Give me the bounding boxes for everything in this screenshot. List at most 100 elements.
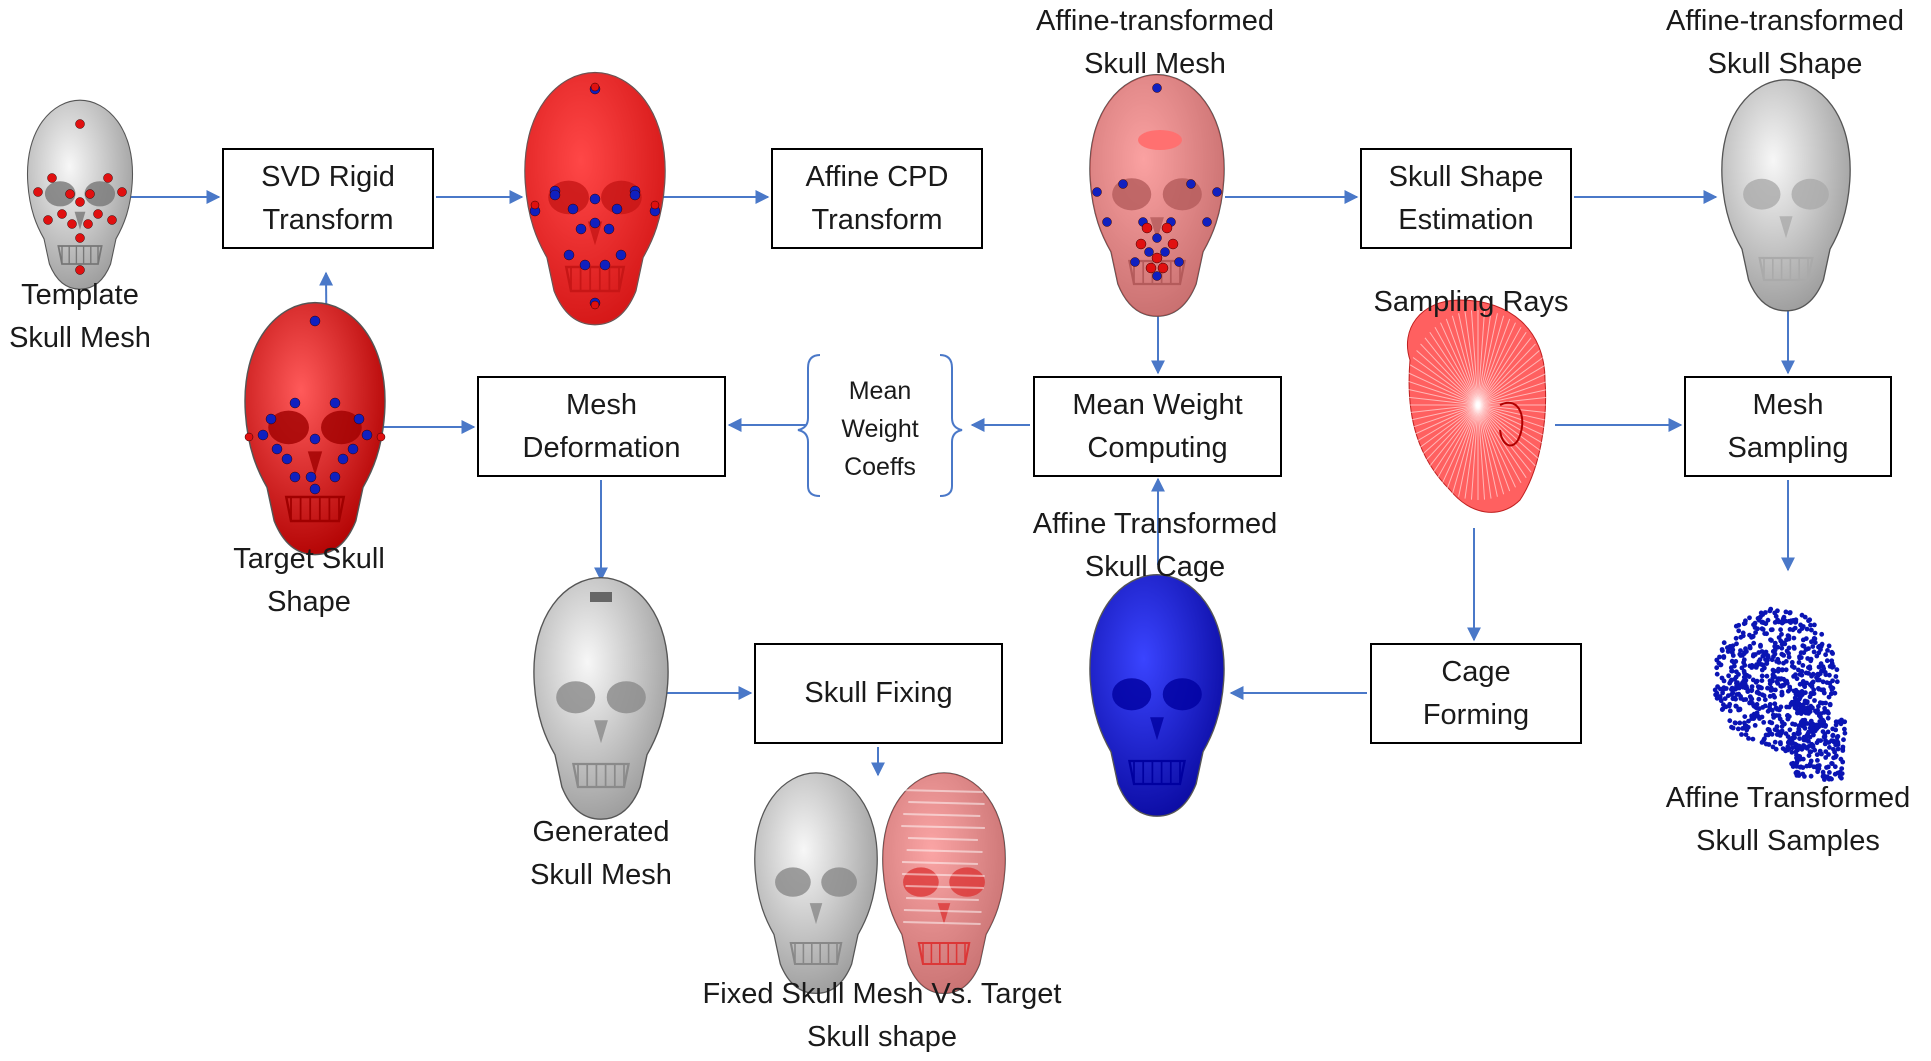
fixed-skull-mesh-image — [754, 772, 878, 995]
landmark-dot — [1118, 179, 1128, 189]
stripe — [901, 825, 985, 829]
landmark-dot — [337, 453, 349, 465]
landmark-dot — [65, 189, 75, 199]
label-line: Fixed Skull Mesh Vs. Target — [702, 978, 1062, 1010]
landmark-dot — [590, 82, 600, 92]
landmark-dot — [549, 189, 561, 201]
landmark-dot — [309, 483, 321, 495]
landmark-dot — [1157, 262, 1169, 274]
affine-skull-samples-image — [1712, 606, 1848, 782]
landmark-dot — [530, 200, 540, 210]
template-skull-mesh-label: Template Skull Mesh — [9, 274, 151, 360]
cage-forming-box: Cage Forming — [1370, 643, 1582, 744]
landmark-dot — [289, 397, 301, 409]
skull-fixing-box: Skull Fixing — [754, 643, 1003, 744]
landmark-dot — [244, 432, 254, 442]
generated-skull-mesh-label: Generated Skull Mesh — [530, 811, 672, 897]
box-line: Transform — [262, 203, 394, 236]
skull-shape-estimation-box: Skull Shape Estimation — [1360, 148, 1572, 249]
template-skull-mesh-image — [27, 99, 133, 290]
landmark-dot — [1152, 233, 1162, 243]
svd-rigid-transform-box: SVD Rigid Transform — [222, 148, 434, 249]
landmark-dot — [1186, 179, 1196, 189]
landmark-dot — [1145, 262, 1157, 274]
landmark-dot — [43, 215, 53, 225]
landmark-dot — [1151, 252, 1163, 264]
landmark-dot — [579, 259, 591, 271]
label-line: Skull Mesh — [1084, 48, 1226, 80]
stripe — [903, 813, 981, 817]
right-brace — [939, 354, 963, 497]
landmark-dot — [567, 203, 579, 215]
box-line: Computing — [1087, 431, 1228, 464]
affine-skull-mesh-label: Affine-transformed Skull Mesh — [1036, 0, 1274, 86]
label-line: Skull Shape — [1707, 48, 1863, 80]
landmark-dot — [1102, 217, 1112, 227]
landmark-dot — [1141, 222, 1153, 234]
label-line: Skull Mesh — [9, 322, 151, 354]
landmark-dot — [75, 197, 85, 207]
stripe — [902, 861, 978, 865]
landmark-dot — [309, 433, 321, 445]
landmark-dot — [361, 429, 373, 441]
box-line: Transform — [811, 203, 943, 236]
landmark-dot — [281, 453, 293, 465]
box-line: Forming — [1422, 698, 1530, 731]
fixed-skull-comparison-label: Fixed Skull Mesh Vs. Target Skull shape — [703, 973, 1062, 1059]
stripe — [903, 921, 981, 925]
target-skull-shape-label: Target Skull Shape — [233, 538, 385, 624]
landmark-dot — [83, 219, 93, 229]
label-line: Skull Cage — [1084, 551, 1226, 583]
box-line: Sampling — [1727, 431, 1849, 464]
affine-skull-shape-image — [1721, 79, 1851, 312]
box-line: Skull Fixing — [804, 677, 953, 709]
box-line: Affine CPD — [805, 160, 949, 193]
landmark-dot — [590, 300, 600, 310]
landmark-dot — [93, 209, 103, 219]
box-line: Mean Weight — [1072, 388, 1243, 421]
landmark-dot — [1202, 217, 1212, 227]
generated-skull-mesh-image — [533, 577, 669, 820]
mesh-deformation-box: Mesh Deformation — [477, 376, 726, 477]
box-line: SVD Rigid — [261, 160, 395, 193]
affine-skull-samples-label: Affine Transformed Skull Samples — [1666, 777, 1910, 863]
landmark-dot — [589, 217, 601, 229]
landmark-dot — [589, 193, 601, 205]
stripe — [900, 789, 984, 793]
stripe — [902, 873, 985, 877]
landmark-dot — [1161, 222, 1173, 234]
box-line: Skull Shape — [1388, 160, 1544, 193]
label-line: Template — [21, 279, 139, 311]
landmark-dot — [33, 187, 43, 197]
landmark-dot — [117, 187, 127, 197]
label-line: Generated — [532, 816, 670, 848]
landmark-dot — [599, 259, 611, 271]
left-brace — [797, 354, 821, 497]
label-line: Skull Samples — [1696, 825, 1880, 857]
landmark-dot — [57, 209, 67, 219]
sampling-rays-label: Sampling Rays — [1373, 281, 1568, 324]
label-line: Target Skull — [233, 543, 385, 575]
landmark-dot — [615, 249, 627, 261]
label-line: Affine Transformed — [1665, 782, 1911, 814]
label-line: Affine-transformed — [1035, 5, 1275, 37]
coeffs-line: Coeffs — [844, 453, 916, 481]
landmark-dot — [1152, 83, 1162, 93]
landmark-dot — [1135, 238, 1147, 250]
landmark-dot — [47, 173, 57, 183]
box-line: Mesh — [1752, 388, 1824, 421]
label-line: Affine Transformed — [1032, 508, 1278, 540]
landmark-dot — [75, 119, 85, 129]
label-line: Sampling Rays — [1373, 286, 1569, 318]
highlight-patch — [1138, 130, 1182, 150]
landmark-dot — [67, 219, 77, 229]
affine-cpd-transform-box: Affine CPD Transform — [771, 148, 983, 249]
landmark-dot — [271, 443, 283, 455]
label-line: Affine-transformed — [1665, 5, 1905, 37]
landmark-dot — [376, 432, 386, 442]
mesh-hole — [590, 592, 612, 602]
label-line: Skull shape — [807, 1021, 957, 1053]
coeffs-line: Weight — [841, 415, 919, 443]
